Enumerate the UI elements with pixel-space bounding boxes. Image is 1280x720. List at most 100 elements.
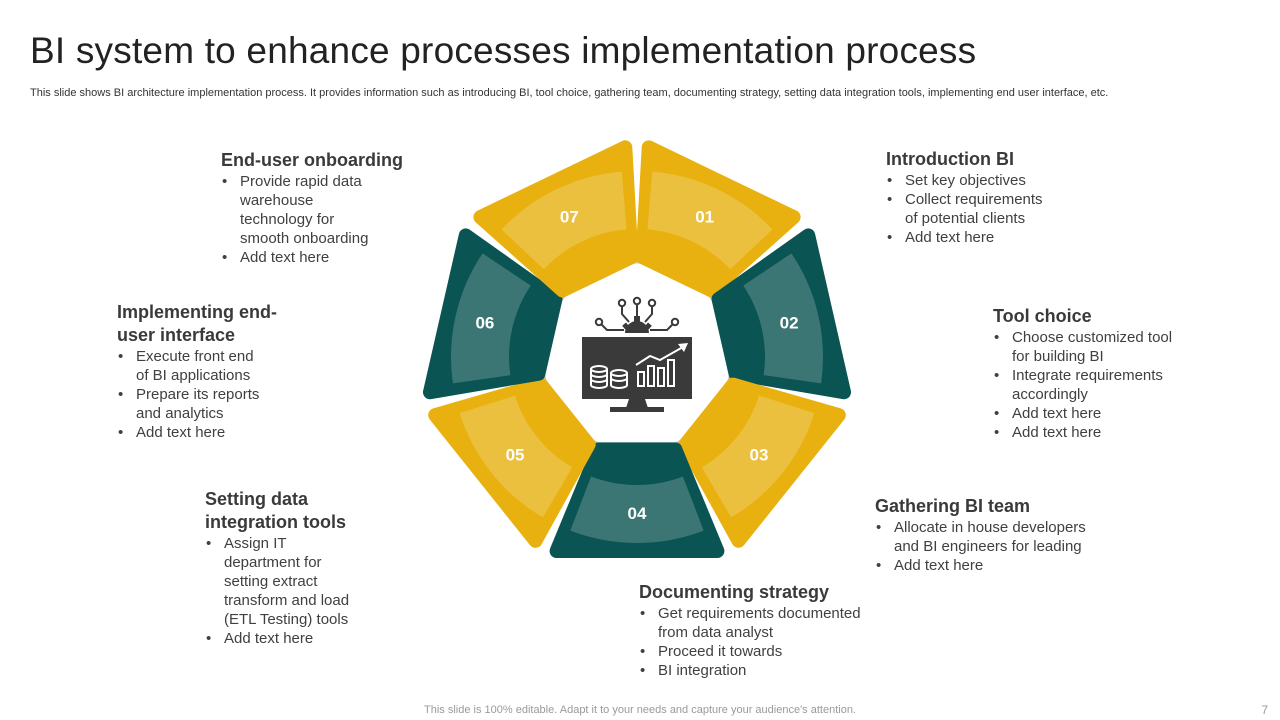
step-text-07: End-user onboardingProvide rapid datawar…: [221, 149, 436, 267]
step-bullet-line: warehouse: [240, 192, 314, 209]
monitor-screen: [582, 337, 692, 399]
step-bullet-line: setting extract: [224, 573, 318, 590]
step-bullet: Add text here: [886, 228, 1126, 247]
step-heading: Gathering BI team: [875, 495, 1125, 518]
step-bullet-list: Set key objectivesCollect requirements of…: [886, 171, 1126, 247]
step-bullet-line: Prepare its reports: [136, 386, 260, 403]
cycle-segment-03: 03: [678, 377, 846, 548]
step-bullet: Integrate requirements accordingly: [993, 366, 1233, 404]
step-bullet-line: Choose customized tool: [1012, 329, 1173, 346]
step-heading-line: integration tools: [205, 512, 346, 532]
step-number-label: 04: [628, 504, 647, 523]
step-number-label: 07: [560, 207, 579, 226]
step-bullet-line: accordingly: [1012, 386, 1088, 403]
step-bullet-line: Add text here: [1012, 424, 1102, 441]
segment-shape: [635, 140, 801, 298]
step-text-01: Introduction BISet key objectivesCollect…: [886, 148, 1126, 247]
monitor-base: [610, 407, 664, 412]
step-bullet-line: Add text here: [136, 424, 226, 441]
step-heading-line: Implementing end-: [117, 302, 278, 322]
step-bullet-line: department for: [224, 554, 322, 571]
step-bullet-line: Add text here: [905, 229, 995, 246]
step-bullet-line: Get requirements documented: [658, 605, 861, 622]
cycle-segments: 01 02 03 04 05 06 07: [422, 140, 852, 558]
step-bullet-line: of BI applications: [136, 367, 251, 384]
step-bullet-line: for building BI: [1012, 348, 1104, 365]
step-number-label: 06: [475, 313, 494, 332]
circuit-lines: [600, 304, 674, 331]
step-heading: Documenting strategy: [639, 581, 889, 604]
segment-highlight-band: [501, 171, 627, 270]
step-heading-line: Gathering BI team: [875, 496, 1031, 516]
step-bullet-line: of potential clients: [905, 210, 1026, 227]
gear-icon: [625, 321, 649, 333]
cycle-segment-06: 06: [422, 228, 563, 400]
step-bullet-line: Add text here: [240, 249, 330, 266]
cycle-segment-01: 01: [635, 140, 801, 298]
step-bullet-line: Allocate in house developers: [894, 519, 1086, 536]
gear-tooth: [634, 316, 640, 322]
bi-dashboard-monitor-icon: [582, 296, 692, 412]
circuit-nodes: [594, 296, 680, 327]
cycle-segment-05: 05: [428, 377, 596, 548]
step-heading: Introduction BI: [886, 148, 1126, 171]
step-heading: Implementing end-user interface: [117, 301, 332, 347]
step-bullet: Add text here: [875, 556, 1125, 575]
step-bullet: Set key objectives: [886, 171, 1126, 190]
step-heading-line: user interface: [117, 325, 236, 345]
page-title: BI system to enhance processes implement…: [30, 30, 977, 71]
step-heading-line: Introduction BI: [886, 149, 1014, 169]
step-bullet-line: Add text here: [224, 630, 314, 647]
step-heading: End-user onboarding: [221, 149, 436, 172]
segment-shape: [549, 442, 725, 558]
step-number-label: 05: [506, 445, 525, 464]
step-bullet: Add text here: [993, 423, 1233, 442]
segment-shape: [678, 377, 846, 548]
step-bullet-list: Get requirements documented from data ana…: [639, 604, 889, 680]
segment-highlight-band: [647, 171, 773, 270]
step-text-04: Documenting strategyGet requirements doc…: [639, 581, 889, 680]
cycle-segment-02: 02: [711, 228, 852, 400]
trend-arrow-icon: [678, 343, 688, 352]
step-bullet-line: from data analyst: [658, 624, 774, 641]
step-bullet-line: Add text here: [894, 557, 984, 574]
step-number-label: 02: [780, 313, 799, 332]
segment-shape: [428, 377, 596, 548]
step-heading-line: Documenting strategy: [639, 582, 830, 602]
step-bullet-line: Add text here: [1012, 405, 1102, 422]
database-icon: [590, 365, 628, 389]
step-bullet-line: (ETL Testing) tools: [224, 611, 349, 628]
step-bullet-line: and analytics: [136, 405, 224, 422]
segment-highlight-band: [743, 253, 823, 384]
segment-shape: [473, 140, 639, 298]
monitor-stand: [626, 399, 648, 408]
step-bullet-line: transform and load: [224, 592, 350, 609]
step-bullet: Execute front end of BI applications: [117, 347, 332, 385]
step-bullet-line: smooth onboarding: [240, 230, 369, 247]
step-number-label: 01: [695, 207, 714, 226]
step-bullet-line: Collect requirements: [905, 191, 1043, 208]
footer-note: This slide is 100% editable. Adapt it to…: [424, 704, 856, 716]
step-text-06: Implementing end-user interfaceExecute f…: [117, 301, 332, 442]
step-bullet: Prepare its reports and analytics: [117, 385, 332, 423]
cycle-segment-04: 04: [549, 442, 725, 558]
step-bullet: BI integration: [639, 661, 889, 680]
step-bullet: Get requirements documented from data ana…: [639, 604, 889, 642]
step-bullet: Choose customized tool for building BI: [993, 328, 1233, 366]
step-bullet: Add text here: [993, 404, 1233, 423]
cycle-segment-07: 07: [473, 140, 639, 298]
step-bullet-line: Integrate requirements: [1012, 367, 1163, 384]
step-bullet-line: Execute front end: [136, 348, 254, 365]
gear-tooth: [622, 322, 630, 330]
